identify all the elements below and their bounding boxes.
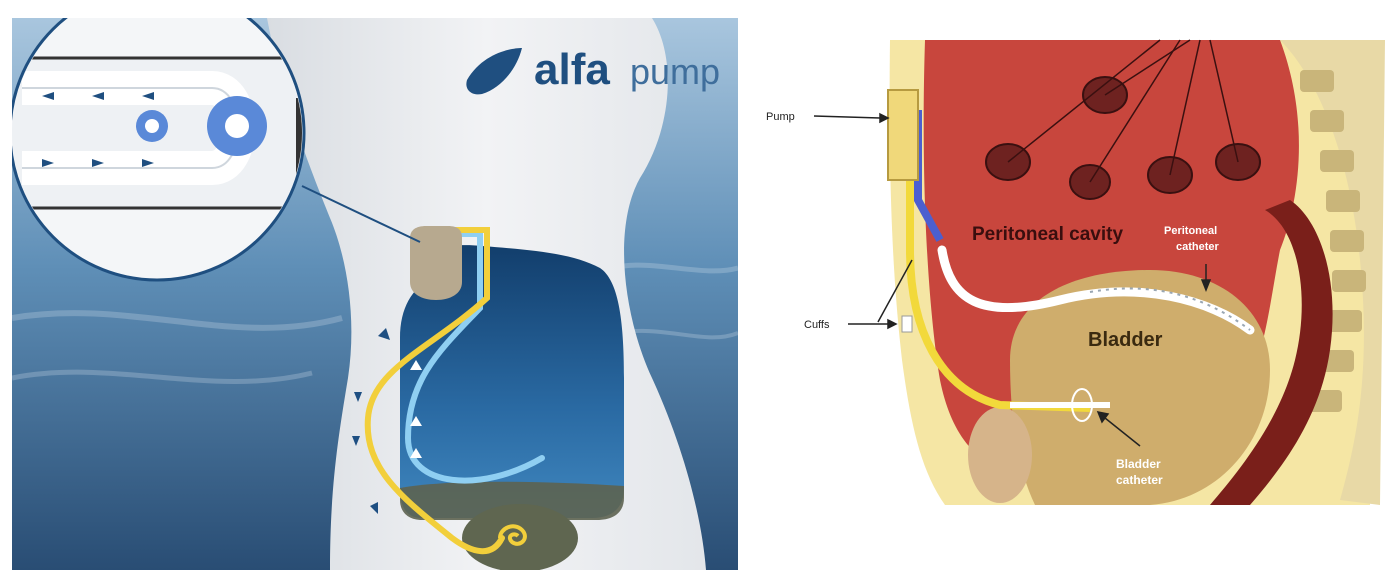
label-peritoneal-catheter-line2: catheter — [1176, 241, 1220, 253]
label-cuffs: Cuffs — [804, 319, 830, 331]
anatomy-schematic: Pump Cuffs Peritoneal cavity Peritoneal … — [760, 0, 1394, 570]
label-bladder: Bladder — [1088, 329, 1163, 351]
pubic-bone — [968, 407, 1032, 503]
pump-device — [410, 226, 462, 300]
alfapump-illustration: alfa pump — [12, 18, 738, 570]
cuff-marker — [902, 316, 912, 332]
brand-alfa: alfa — [534, 45, 610, 94]
label-bladder-catheter-line1: Bladder — [1116, 457, 1161, 471]
label-bladder-catheter-line2: catheter — [1116, 473, 1163, 487]
anatomy-svg: Pump Cuffs Peritoneal cavity Peritoneal … — [760, 0, 1394, 570]
label-pump: Pump — [766, 111, 795, 123]
bladder-shape — [462, 504, 578, 570]
brand-pump: pump — [630, 51, 720, 92]
label-peritoneal-cavity: Peritoneal cavity — [972, 224, 1123, 245]
label-peritoneal-catheter-line1: Peritoneal — [1164, 225, 1217, 237]
alfapump-svg: alfa pump — [12, 18, 738, 570]
pump-box — [888, 90, 918, 180]
